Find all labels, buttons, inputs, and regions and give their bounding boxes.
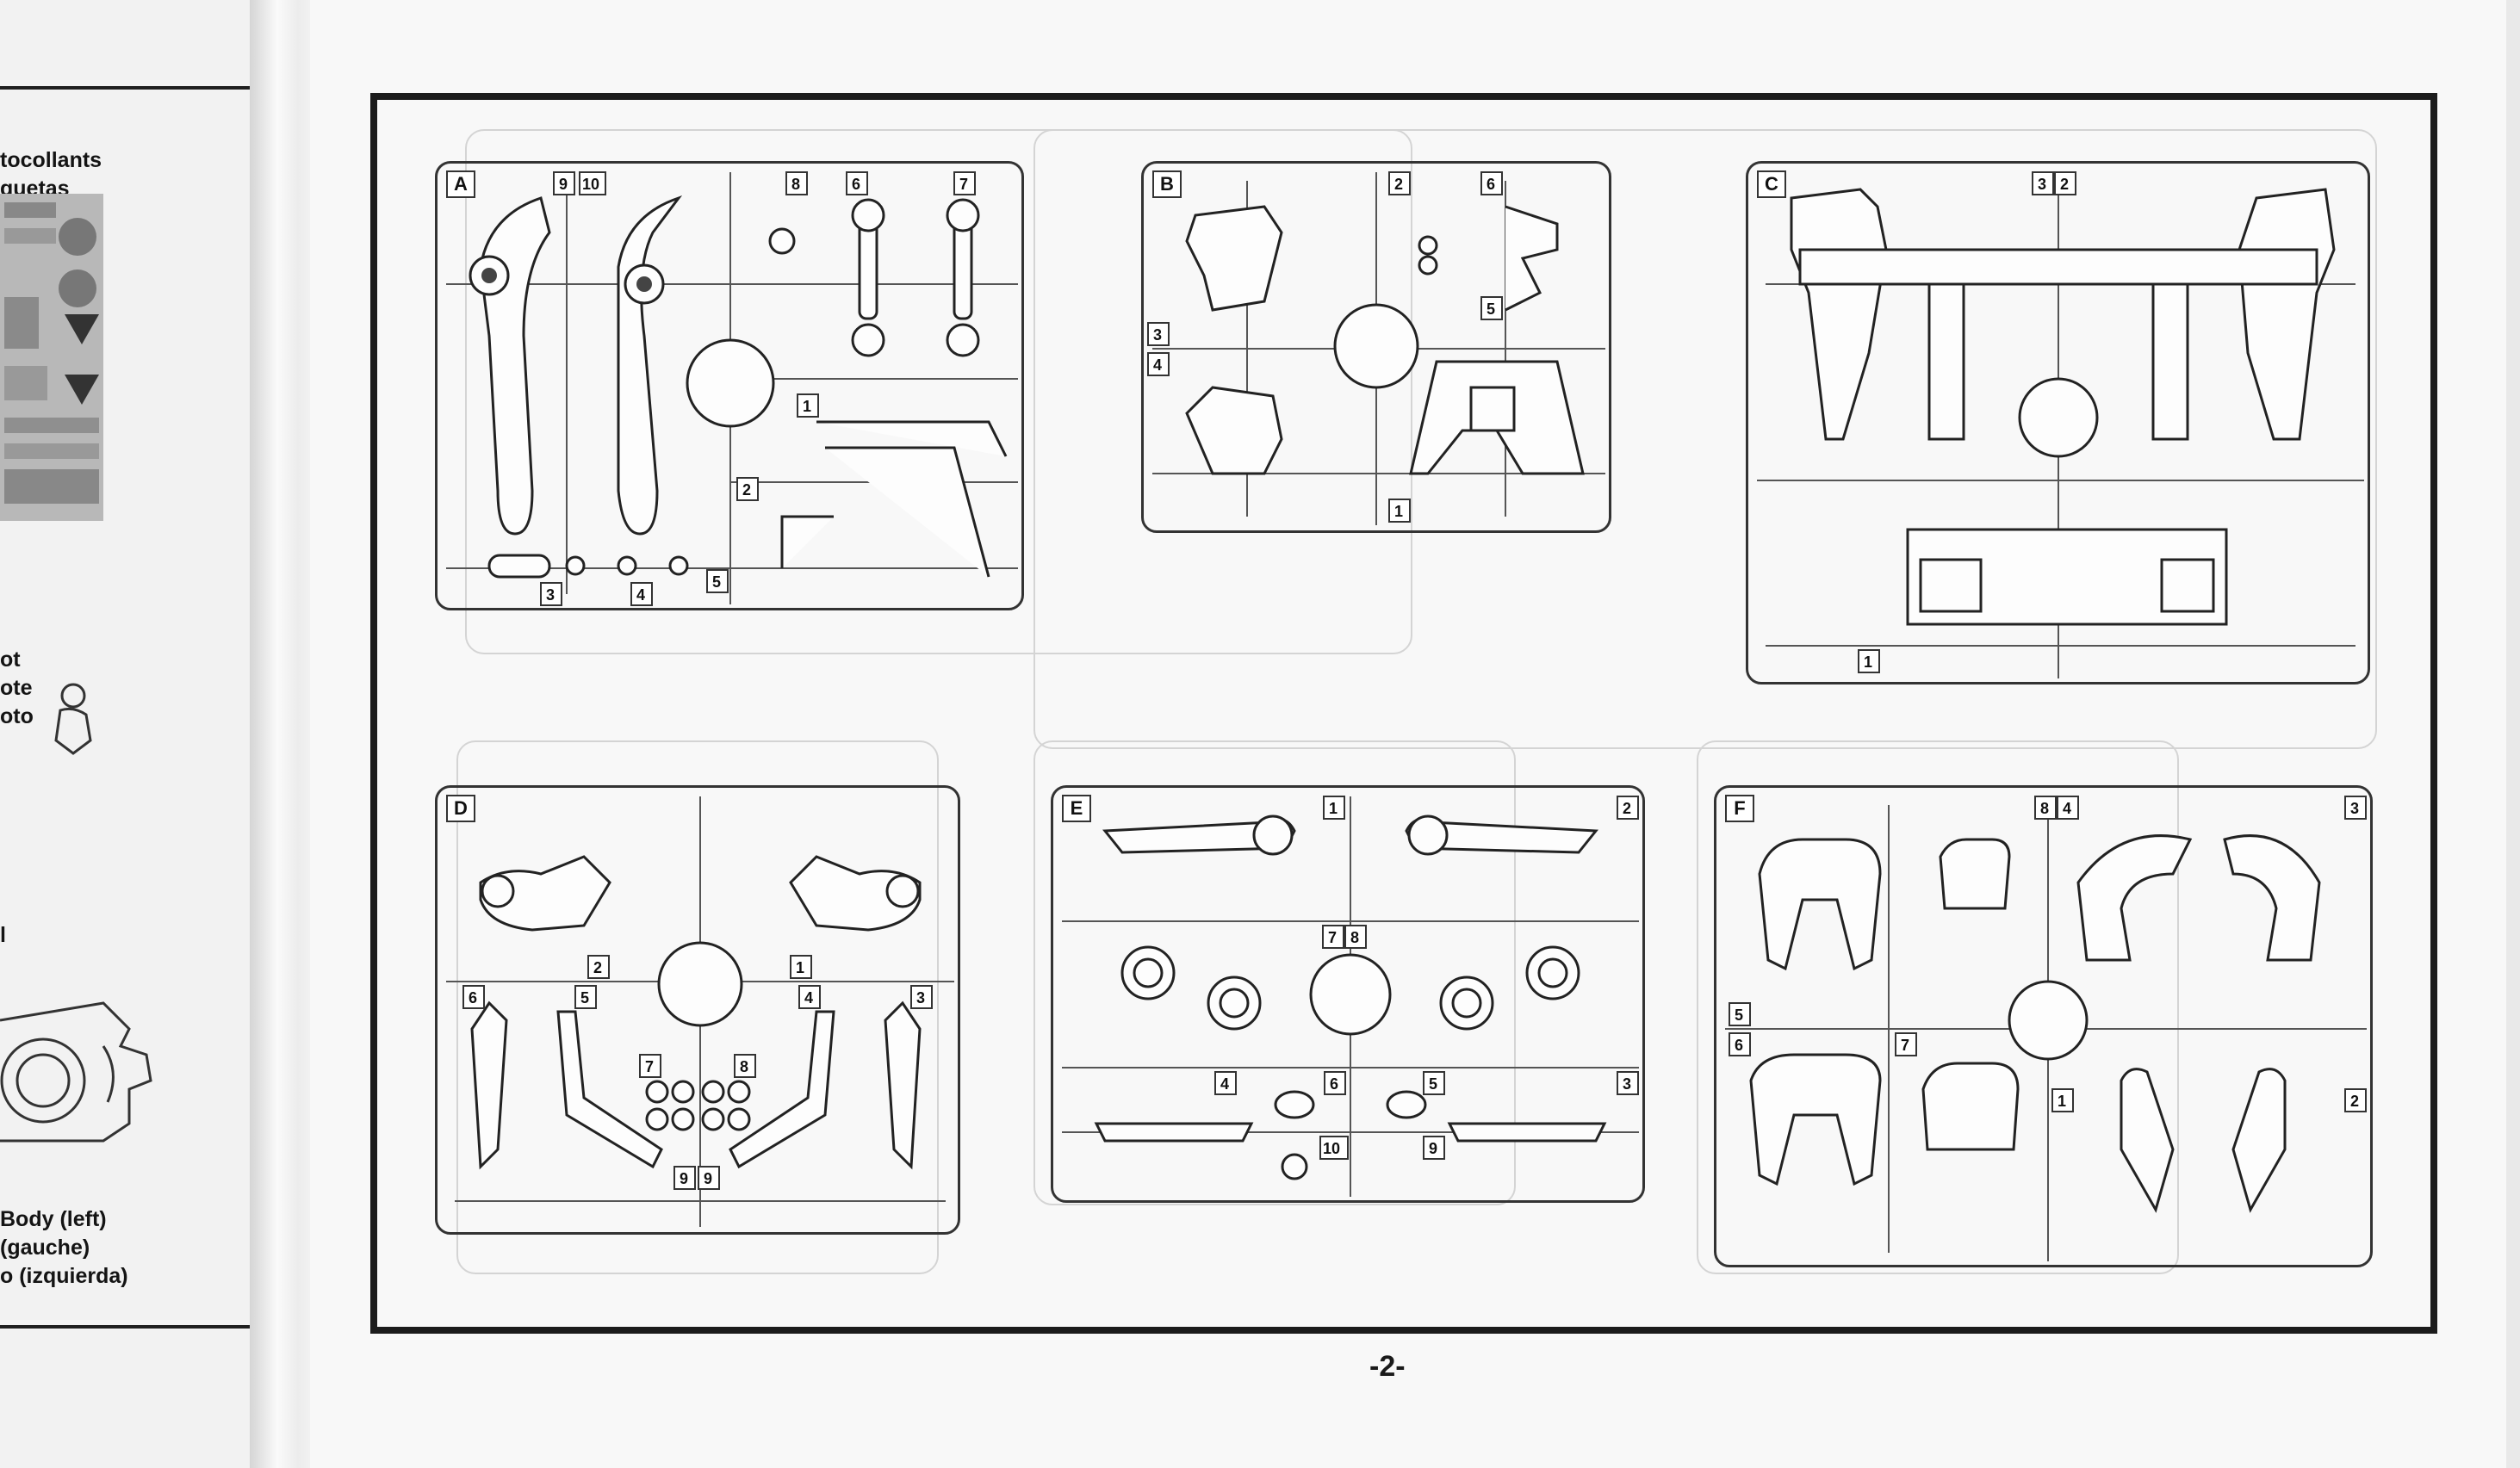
sprue-f-number: 3 — [2350, 800, 2359, 817]
sprue-d-number: 1 — [796, 959, 804, 976]
sprue-b-number: 4 — [1153, 356, 1162, 374]
sticker-sheet-image — [0, 194, 103, 521]
sprue-d-number: 9 — [704, 1170, 712, 1187]
sprue-d-number: 3 — [916, 989, 925, 1007]
pilot-label-fr: ote — [0, 676, 33, 700]
sprue-b-number: 3 — [1153, 326, 1162, 344]
sprue-e-number: 9 — [1429, 1140, 1437, 1157]
sprue-b: B 2 6 5 3 4 1 — [1141, 161, 1611, 533]
sprue-d-number: 5 — [580, 989, 589, 1007]
sprue-e-number: 1 — [1329, 800, 1338, 817]
sprue-c-number: 1 — [1864, 653, 1872, 671]
sprue-c-number: 3 — [2038, 176, 2046, 193]
sprue-e-number: 6 — [1330, 1075, 1338, 1093]
sprue-e: E 1 2 7 8 4 — [1051, 785, 1645, 1203]
sprue-e-number: 8 — [1350, 929, 1359, 946]
sprue-e-number: 7 — [1328, 929, 1337, 946]
sprue-a-number: 7 — [959, 176, 968, 193]
sprue-e-number: 2 — [1623, 800, 1631, 817]
sprue-e-number: 10 — [1323, 1140, 1340, 1157]
sprue-f-number: 7 — [1901, 1037, 1909, 1054]
sprue-d-number: 2 — [593, 959, 602, 976]
sprue-e-number: 4 — [1220, 1075, 1229, 1093]
sprue-f-label: F — [1725, 795, 1754, 822]
pilot-label-es: oto — [0, 704, 34, 728]
ghost-showthrough — [456, 740, 939, 1274]
sprue-a-number: 1 — [803, 398, 811, 415]
sprue-f-number: 6 — [1735, 1037, 1743, 1054]
body-left-part-image — [0, 1001, 152, 1143]
sprue-b-number: 6 — [1487, 176, 1495, 193]
stickers-label-fr: tocollants — [0, 148, 102, 172]
page-number: -2- — [1369, 1350, 1406, 1383]
sprue-d: D 2 1 6 5 4 3 — [435, 785, 960, 1235]
sprue-b-number: 5 — [1487, 300, 1495, 318]
sprue-e-number: 5 — [1429, 1075, 1437, 1093]
sprue-a-label: A — [446, 170, 475, 198]
ghost-showthrough — [1697, 740, 2179, 1274]
sprue-c-label: C — [1757, 170, 1786, 198]
sprue-b-label: B — [1152, 170, 1182, 198]
body-label-en: Body (left) — [0, 1207, 107, 1231]
sprue-b-number: 2 — [1394, 176, 1403, 193]
right-page — [310, 0, 2506, 1468]
sprue-a-number: 6 — [852, 176, 860, 193]
sprue-d-number: 9 — [680, 1170, 688, 1187]
sprue-d-label: D — [446, 795, 475, 822]
sprue-a-number: 8 — [791, 176, 800, 193]
sprue-a-number: 10 — [582, 176, 599, 193]
sprue-f-number: 1 — [2058, 1093, 2066, 1110]
sprue-f-number: 4 — [2063, 800, 2071, 817]
sprue-c-number: 2 — [2060, 176, 2069, 193]
sprue-a: A 9 10 8 — [435, 161, 1024, 610]
pilot-label-en: ot — [0, 647, 21, 672]
sprue-c: C 3 2 1 — [1746, 161, 2370, 684]
sprue-e-number: 3 — [1623, 1075, 1631, 1093]
left-page: tocollants quetas ot ote oto l Body (lef… — [0, 0, 263, 1468]
book-gutter — [250, 0, 319, 1468]
page-border-frame — [370, 93, 2437, 1334]
sprue-d-number: 4 — [804, 989, 813, 1007]
sprue-e-label: E — [1062, 795, 1091, 822]
sprue-f: F 8 4 3 5 6 7 1 — [1714, 785, 2373, 1267]
sprue-f-number: 8 — [2040, 800, 2049, 817]
ghost-showthrough — [465, 129, 1412, 654]
sprue-f-number: 5 — [1735, 1007, 1743, 1024]
sprue-a-number: 5 — [712, 573, 721, 591]
sprue-f-number: 2 — [2350, 1093, 2359, 1110]
body-label-fr: (gauche) — [0, 1236, 90, 1260]
pilot-figure-image — [54, 683, 92, 755]
sprue-d-number: 7 — [645, 1058, 654, 1075]
sprue-a-number: 4 — [636, 586, 645, 604]
sprue-a-number: 9 — [559, 176, 568, 193]
sprue-a-number: 2 — [742, 481, 751, 499]
single-letter-label: l — [0, 923, 6, 947]
sprue-d-number: 6 — [469, 989, 477, 1007]
sprue-d-number: 8 — [740, 1058, 748, 1075]
sprue-a-number: 3 — [546, 586, 555, 604]
ghost-showthrough — [1033, 740, 1516, 1205]
sprue-b-number: 1 — [1394, 503, 1403, 520]
body-label-es: o (izquierda) — [0, 1264, 128, 1288]
